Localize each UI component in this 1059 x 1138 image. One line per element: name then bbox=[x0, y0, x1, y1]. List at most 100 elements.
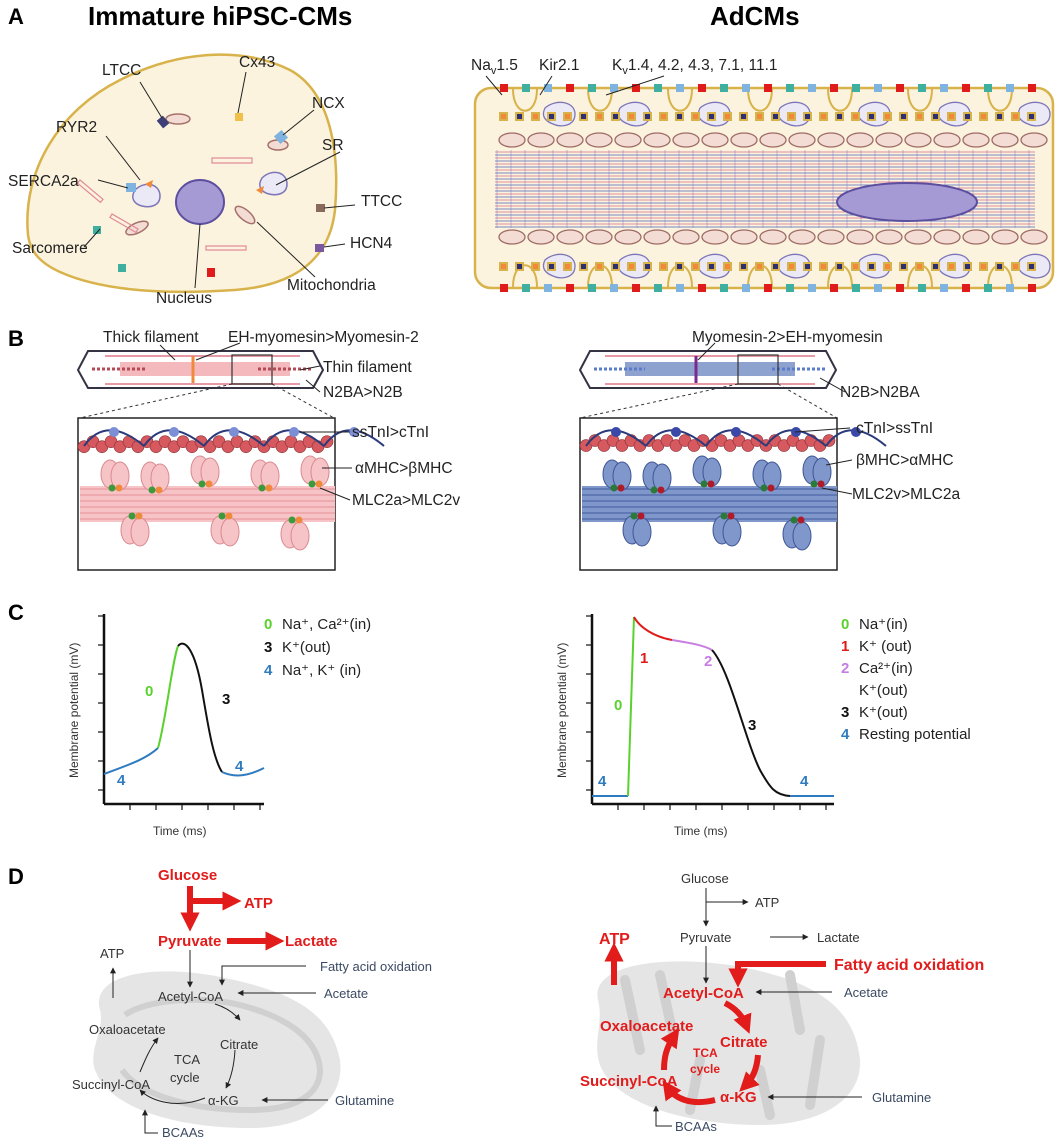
myosin-thick-filament-left bbox=[80, 486, 335, 522]
ryr-cluster bbox=[771, 112, 780, 121]
t-tubule bbox=[747, 88, 773, 112]
ryr-cluster bbox=[547, 262, 556, 271]
left-mitochondrion bbox=[93, 971, 341, 1128]
ion-channel bbox=[940, 84, 948, 92]
ion-channel bbox=[1028, 84, 1036, 92]
left-akg: α-KG bbox=[208, 1093, 239, 1108]
ion-channel bbox=[808, 84, 816, 92]
immature-sarcomere-strip: Thick filament EH-myomesin>Myomesin-2 Th… bbox=[76, 329, 419, 419]
mitochondrion bbox=[817, 229, 845, 245]
ion-channel bbox=[874, 284, 882, 292]
ssTnI-label: ssTnI>cTnI bbox=[352, 424, 429, 441]
light-chain bbox=[135, 512, 143, 520]
ryr-cluster bbox=[707, 262, 716, 271]
ion-channel bbox=[764, 284, 772, 292]
right-phase0-label: 0 bbox=[614, 697, 622, 714]
ion-channel bbox=[610, 84, 618, 92]
ion-channel bbox=[566, 284, 574, 292]
troponin bbox=[109, 427, 119, 437]
myosin-head bbox=[290, 521, 310, 551]
left-atp1: ATP bbox=[244, 895, 273, 912]
mitochondria-row-bottom bbox=[498, 229, 1048, 245]
mitochondrion bbox=[904, 229, 932, 245]
beta-mhc-label: βMHC>αMHC bbox=[856, 452, 954, 469]
right-phase2-label: 2 bbox=[704, 653, 712, 670]
t-tubule bbox=[587, 88, 613, 112]
right-metabolism: Glucose ATP Pyruvate Lactate ATP Fatty a… bbox=[580, 871, 984, 1134]
ryr-cluster bbox=[675, 262, 684, 271]
light-chain bbox=[155, 486, 163, 494]
ryr-cluster bbox=[739, 262, 748, 271]
right-ylabel: Membrane potential (mV) bbox=[555, 643, 569, 778]
panel-c-letter: C bbox=[8, 600, 24, 625]
ryr-cluster bbox=[723, 112, 732, 121]
light-chain bbox=[700, 480, 708, 488]
actin-thin-filament-right bbox=[579, 427, 887, 452]
titin-right-label: N2B>N2BA bbox=[840, 384, 920, 401]
ion-channel bbox=[940, 284, 948, 292]
left-acetylcoa: Acetyl-CoA bbox=[158, 989, 223, 1004]
ryr-cluster bbox=[755, 112, 764, 121]
panel-a: A Immature hiPSC-CMs AdCMs bbox=[8, 1, 1055, 307]
mitochondrion bbox=[672, 229, 700, 245]
panel-c: C Membrane potential (mV) Time (ms) 0 3 … bbox=[8, 600, 971, 838]
right-cycle: cycle bbox=[690, 1062, 720, 1076]
t-tubules-top bbox=[499, 88, 1051, 127]
myosin-heads-right bbox=[602, 455, 832, 551]
light-chain bbox=[720, 512, 728, 520]
legend-phase-number: 4 bbox=[841, 726, 850, 743]
troponin bbox=[671, 427, 681, 437]
mitochondria-group bbox=[125, 113, 289, 236]
ryr-cluster bbox=[819, 262, 828, 271]
light-chain bbox=[148, 486, 156, 494]
ryr-cluster bbox=[531, 112, 540, 121]
ion-channel bbox=[544, 84, 552, 92]
light-chain bbox=[218, 512, 226, 520]
troponin bbox=[349, 427, 359, 437]
ion-channel bbox=[698, 284, 706, 292]
right-glucose: Glucose bbox=[681, 871, 729, 886]
ryr-cluster bbox=[963, 112, 972, 121]
ryr-cluster bbox=[979, 262, 988, 271]
light-chain bbox=[295, 516, 303, 524]
left-phase0 bbox=[157, 645, 179, 749]
t-tubule bbox=[907, 88, 933, 112]
light-chain bbox=[108, 484, 116, 492]
panel-a-letter: A bbox=[8, 4, 24, 29]
ion-channel bbox=[830, 84, 838, 92]
right-oxaloacetate: Oxaloacetate bbox=[600, 1018, 693, 1035]
left-phase3 bbox=[177, 642, 223, 773]
ion-channel bbox=[962, 84, 970, 92]
left-glucose: Glucose bbox=[158, 867, 217, 884]
mitochondrion bbox=[962, 132, 990, 148]
ryr-cluster bbox=[883, 112, 892, 121]
cx43-label: Cx43 bbox=[239, 54, 275, 71]
left-phase3-label: 3 bbox=[222, 691, 230, 708]
light-chain bbox=[817, 480, 825, 488]
mitochondrion bbox=[730, 229, 758, 245]
right-phase1 bbox=[633, 616, 673, 641]
right-acetate: Acetate bbox=[844, 985, 888, 1000]
ion-channel bbox=[588, 84, 596, 92]
ion-channel bbox=[1028, 284, 1036, 292]
ion-channel bbox=[500, 84, 508, 92]
ryr-cluster bbox=[515, 112, 524, 121]
ryr-cluster bbox=[499, 262, 508, 271]
right-bcaa: BCAAs bbox=[675, 1119, 717, 1134]
ion-channel bbox=[1006, 284, 1014, 292]
myosin-head bbox=[792, 521, 812, 551]
ryr-cluster bbox=[691, 262, 700, 271]
right-phase2 bbox=[671, 639, 713, 651]
ltcc-label: LTCC bbox=[102, 62, 141, 79]
mitochondrion bbox=[672, 132, 700, 148]
ion-channel bbox=[742, 84, 750, 92]
ryr-cluster bbox=[803, 262, 812, 271]
left-citrate: Citrate bbox=[220, 1037, 258, 1052]
troponin bbox=[731, 427, 741, 437]
panel-d: D Glucose ATP bbox=[8, 864, 984, 1138]
immature-zoom-box: ssTnI>cTnI αMHC>βMHC MLC2a>MLC2v bbox=[77, 417, 460, 571]
mlc2a-label: MLC2a>MLC2v bbox=[352, 492, 460, 509]
mitochondrion bbox=[498, 229, 526, 245]
